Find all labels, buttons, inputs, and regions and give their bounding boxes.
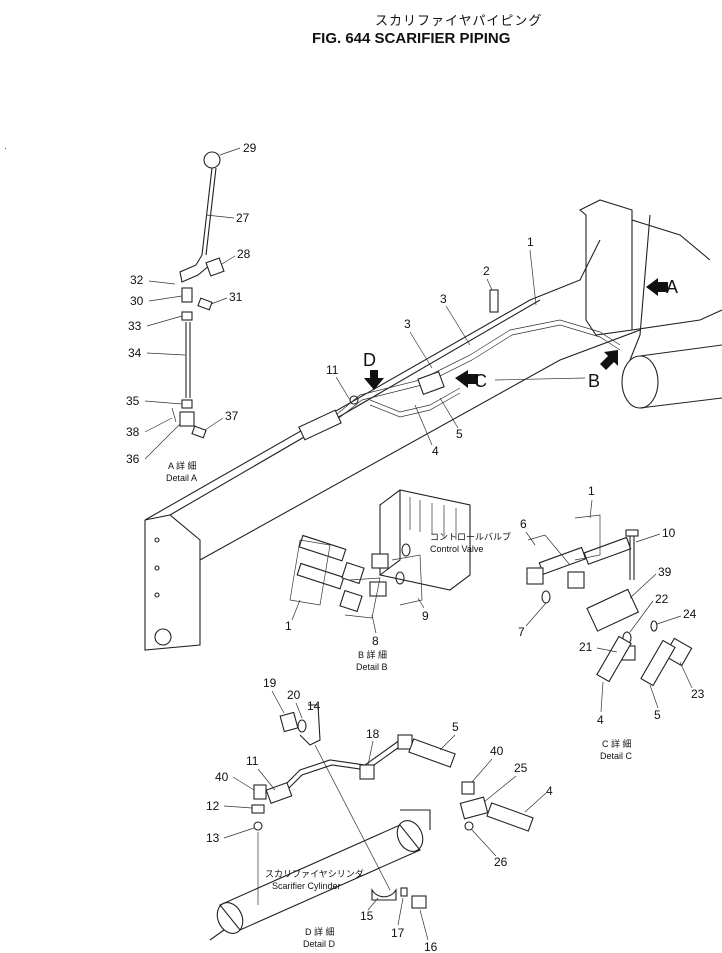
part-callout-21: 21 xyxy=(579,640,593,654)
view-arrow-b: B xyxy=(588,350,618,391)
figure-title-japanese: スカリファイヤパイピング xyxy=(375,13,543,28)
part-callout-25: 25 xyxy=(514,761,528,775)
part-callout-37: 37 xyxy=(225,409,239,423)
detail-b: コントロールバルブ Control Valve 1 8 9 B 詳 細 Deta… xyxy=(285,489,511,672)
diagram-label: Detail B xyxy=(356,662,388,672)
diagram-label: Detail D xyxy=(303,939,336,949)
part-callout-32: 32 xyxy=(130,273,144,287)
part-callout-1: 1 xyxy=(588,484,595,498)
part-callout-36: 36 xyxy=(126,452,140,466)
diagram-label: D 詳 細 xyxy=(305,926,335,937)
part-callout-3: 3 xyxy=(440,292,447,306)
detail-c: 1 6 10 39 7 22 24 21 23 4 5 C 詳 細 Detail… xyxy=(518,484,705,761)
part-callout-14: 14 xyxy=(307,699,321,713)
diagram-label: Detail C xyxy=(600,751,633,761)
part-callout-27: 27 xyxy=(236,211,250,225)
part-callout-1: 1 xyxy=(285,619,292,633)
diagram-label: A xyxy=(666,277,678,297)
view-arrow-c: C xyxy=(455,370,586,391)
detail-d: スカリファイヤシリンダ Scarifier Cylinder 19 20 14 … xyxy=(206,676,553,953)
part-callout-28: 28 xyxy=(237,247,251,261)
diagram-label: B 詳 細 xyxy=(358,649,387,660)
part-callout-18: 18 xyxy=(366,727,380,741)
part-callout-5: 5 xyxy=(452,720,459,734)
diagram-label: スカリファイヤシリンダ xyxy=(265,868,364,879)
figure-title: FIG. 644 SCARIFIER PIPING xyxy=(312,30,511,47)
part-callout-17: 17 xyxy=(391,926,405,940)
hydraulic-lines xyxy=(298,289,621,441)
part-callout-30: 30 xyxy=(130,294,144,308)
diagram-label: C 詳 細 xyxy=(602,738,632,749)
part-callout-4: 4 xyxy=(546,784,553,798)
part-callout-38: 38 xyxy=(126,425,140,439)
main-frame xyxy=(144,199,722,651)
part-callout-40: 40 xyxy=(490,744,504,758)
part-callout-2: 2 xyxy=(483,264,490,278)
part-callout-12: 12 xyxy=(206,799,220,813)
diagram-label: Control Valve xyxy=(430,544,483,554)
part-callout-5: 5 xyxy=(456,427,463,441)
part-callout-19: 19 xyxy=(263,676,277,690)
part-callout-35: 35 xyxy=(126,394,140,408)
part-callout-4: 4 xyxy=(597,713,604,727)
part-callout-40: 40 xyxy=(215,770,229,784)
part-callout-31: 31 xyxy=(229,290,243,304)
part-callout-23: 23 xyxy=(691,687,705,701)
part-callout-34: 34 xyxy=(128,346,142,360)
part-callout-4: 4 xyxy=(432,444,439,458)
part-callout-16: 16 xyxy=(424,940,438,953)
diagram-label: C xyxy=(474,371,487,391)
part-callout-29: 29 xyxy=(243,141,257,155)
part-callout-11: 11 xyxy=(246,754,259,768)
diagram-label: Scarifier Cylinder xyxy=(272,881,341,891)
part-callout-8: 8 xyxy=(372,634,379,648)
diagram-label: Detail A xyxy=(166,473,197,483)
part-callout-10: 10 xyxy=(662,526,676,540)
part-callout-22: 22 xyxy=(655,592,669,606)
diagram-label: D xyxy=(363,350,376,370)
part-callout-39: 39 xyxy=(658,565,672,579)
part-callout-9: 9 xyxy=(422,609,429,623)
main-callouts: 1 2 3 3 11 4 5 xyxy=(326,235,537,458)
part-callout-13: 13 xyxy=(206,831,220,845)
view-arrow-a: A xyxy=(646,277,678,297)
part-callout-7: 7 xyxy=(518,625,525,639)
part-callout-11: 11 xyxy=(326,363,339,377)
detail-a: 29 27 28 32 30 31 33 34 35 37 38 36 A 詳 … xyxy=(126,141,257,483)
part-callout-24: 24 xyxy=(683,607,697,621)
view-arrow-d: D xyxy=(363,350,384,390)
part-callout-15: 15 xyxy=(360,909,374,923)
part-callout-5: 5 xyxy=(654,708,661,722)
part-callout-20: 20 xyxy=(287,688,301,702)
diagram-label: A 詳 細 xyxy=(168,460,197,471)
diagram-label: コントロールバルブ xyxy=(430,531,511,542)
part-callout-33: 33 xyxy=(128,319,142,333)
part-callout-3: 3 xyxy=(404,317,411,331)
part-callout-26: 26 xyxy=(494,855,508,869)
diagram-label: B xyxy=(588,371,600,391)
part-callout-1: 1 xyxy=(527,235,534,249)
part-callout-6: 6 xyxy=(520,517,527,531)
